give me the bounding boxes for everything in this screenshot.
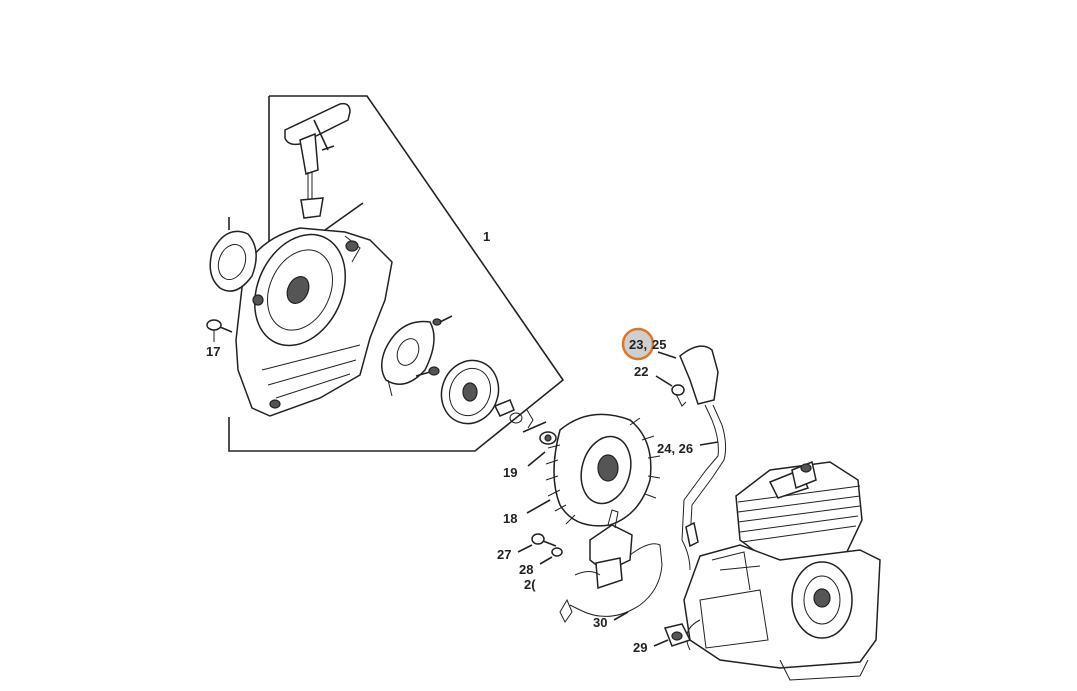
highlight-ring bbox=[621, 327, 655, 361]
clip-22-icon bbox=[655, 375, 687, 407]
label-25[interactable]: 25 bbox=[652, 337, 666, 352]
fan-housing-icon bbox=[235, 202, 393, 417]
label-27[interactable]: 27 bbox=[497, 547, 511, 562]
flywheel-icon bbox=[526, 413, 661, 527]
label-20[interactable]: 2( bbox=[524, 577, 536, 592]
label-17[interactable]: 17 bbox=[206, 344, 220, 359]
bolt-27-icon bbox=[517, 533, 557, 553]
label-28[interactable]: 28 bbox=[519, 562, 533, 577]
washer-28-icon bbox=[539, 547, 563, 565]
label-23[interactable]: 23, bbox=[629, 337, 647, 352]
label-24-26[interactable]: 24, 26 bbox=[657, 441, 693, 456]
label-22[interactable]: 22 bbox=[634, 364, 648, 379]
starter-handle-icon bbox=[284, 102, 351, 219]
cap-29-icon bbox=[653, 623, 692, 647]
label-19[interactable]: 19 bbox=[503, 465, 517, 480]
bolt-17-icon bbox=[206, 319, 233, 342]
gasket-ring-icon bbox=[209, 230, 257, 292]
rope-rotor-icon bbox=[415, 359, 547, 433]
ignition-lead-icon bbox=[657, 345, 727, 571]
engine-cylinder-icon bbox=[683, 460, 881, 681]
label-30[interactable]: 30 bbox=[593, 615, 607, 630]
label-18[interactable]: 18 bbox=[503, 511, 517, 526]
label-29[interactable]: 29 bbox=[633, 640, 647, 655]
leader-30 bbox=[613, 611, 629, 621]
nut-19-icon bbox=[527, 431, 557, 467]
spring-disc-icon bbox=[381, 315, 453, 397]
label-1[interactable]: 1 bbox=[483, 229, 490, 244]
ignition-module-icon bbox=[559, 509, 663, 623]
